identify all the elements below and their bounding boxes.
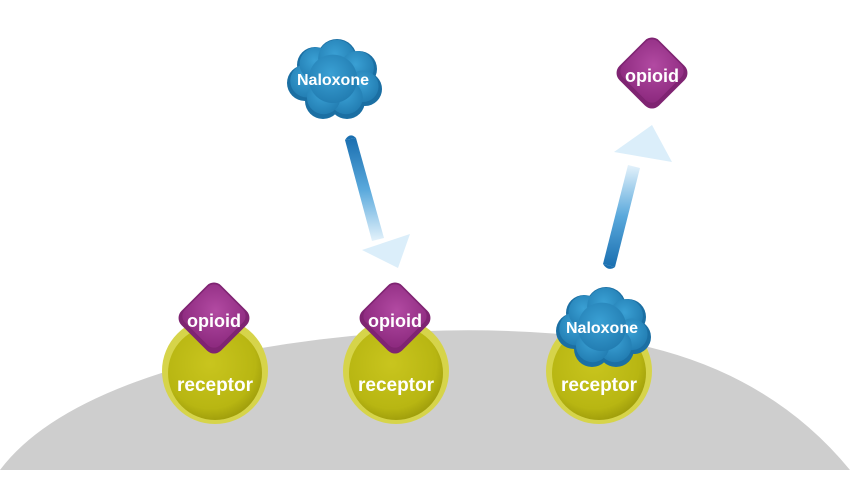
opioid-1-label: opioid	[187, 311, 241, 331]
opioid-bound-1: opioid	[178, 282, 250, 354]
opioid-released: opioid	[616, 37, 688, 109]
receptor-2-label: receptor	[358, 375, 435, 396]
opioid-2-label: opioid	[368, 311, 422, 331]
naloxone-2-label: Naloxone	[566, 320, 638, 337]
receptor-1-label: receptor	[177, 375, 254, 396]
receptor-3-label: receptor	[561, 375, 638, 396]
arrow-up	[603, 125, 672, 269]
receptor-1: receptor	[162, 318, 268, 424]
opioid-3-label: opioid	[625, 66, 679, 86]
receptor-2: receptor	[343, 318, 449, 424]
naloxone-1-label: Naloxone	[297, 72, 369, 89]
naloxone-bound: Naloxone	[556, 287, 651, 367]
arrow-down	[345, 135, 410, 268]
naloxone-approaching: Naloxone	[287, 39, 382, 119]
opioid-bound-2: opioid	[359, 282, 431, 354]
